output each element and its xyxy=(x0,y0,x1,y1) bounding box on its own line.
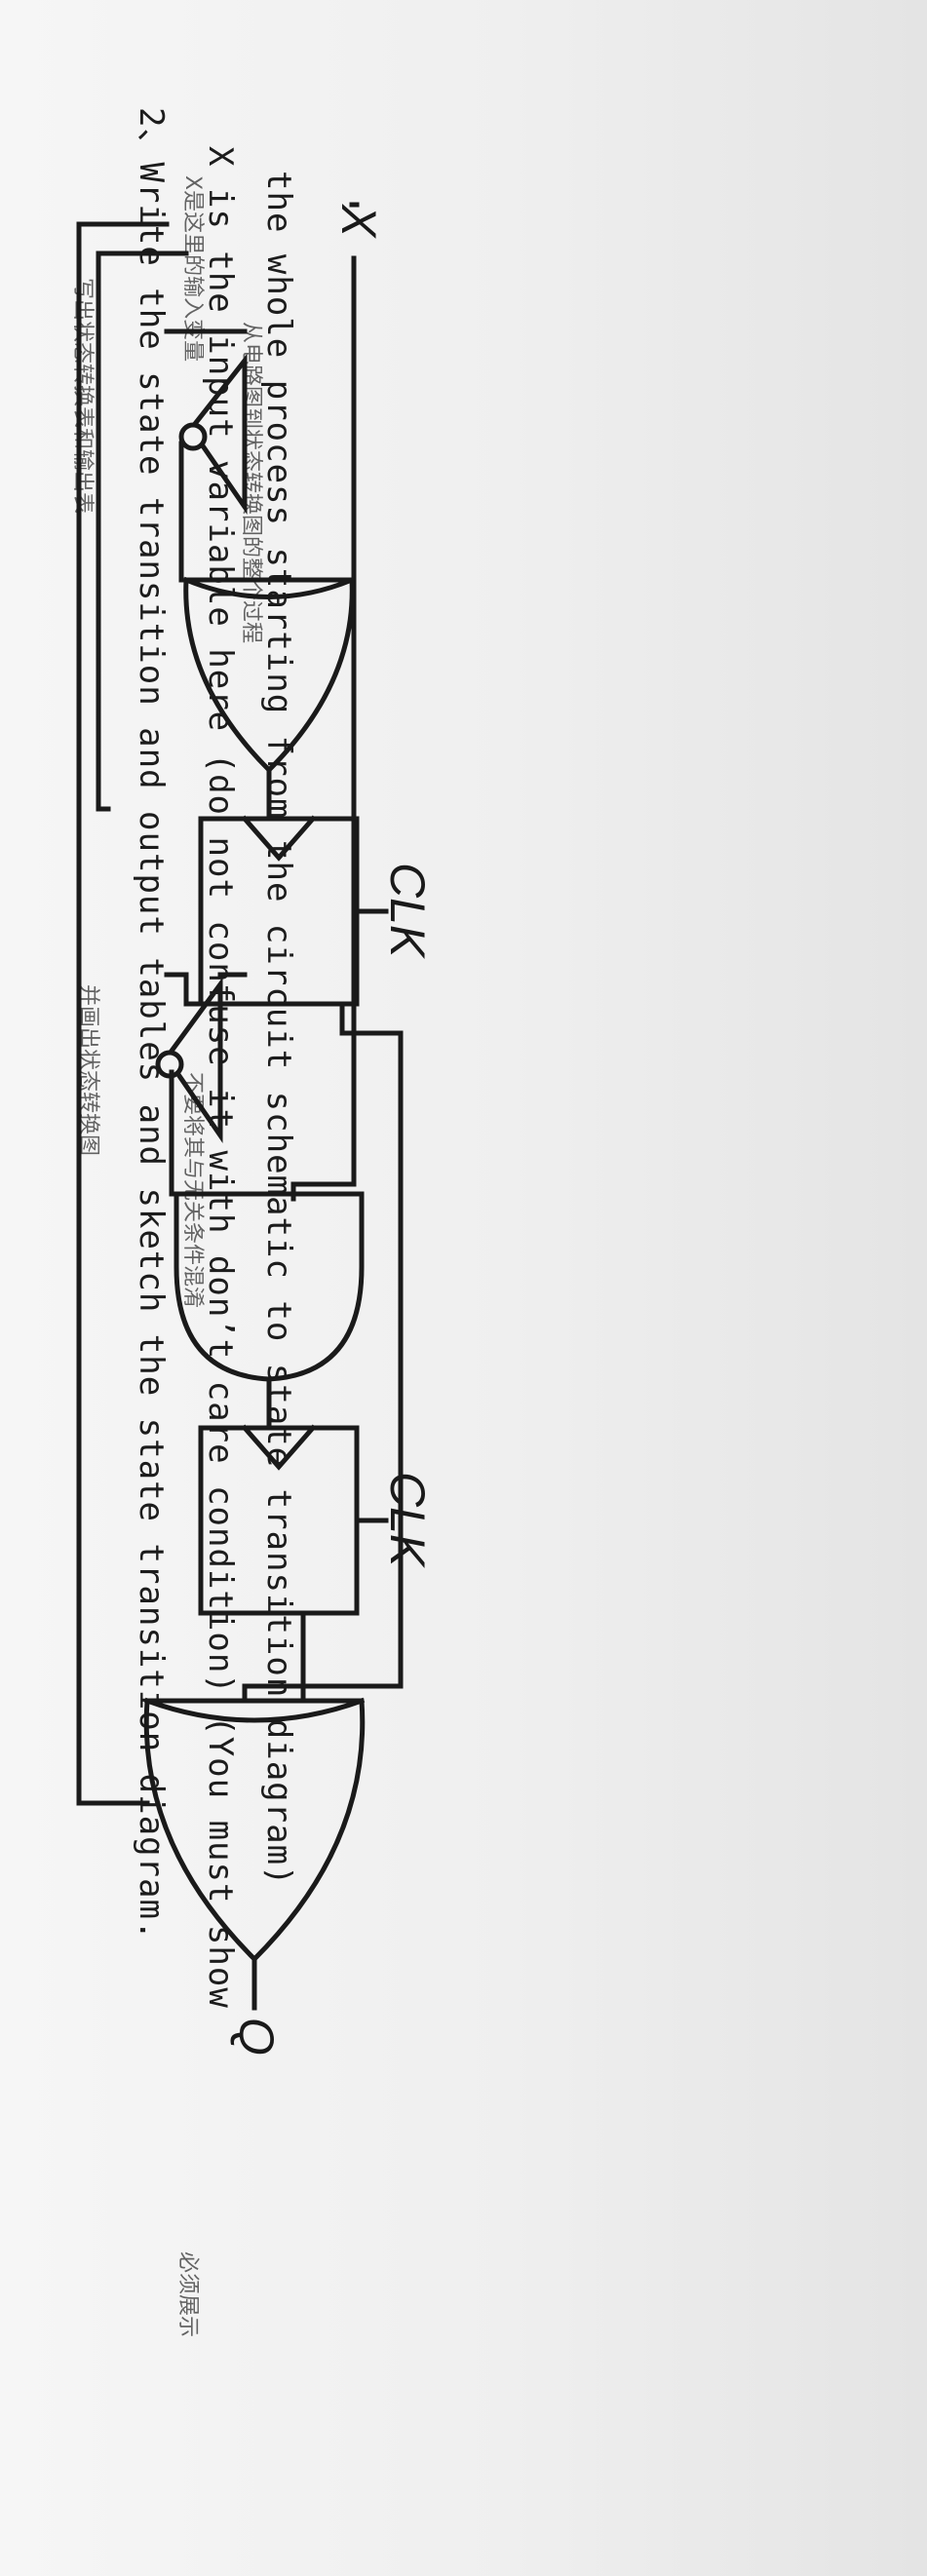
gate-2 xyxy=(174,1191,365,1382)
clk1-label: CLK xyxy=(380,863,435,960)
inverter-1 xyxy=(178,353,248,516)
flip-flop-2 xyxy=(198,1424,360,1616)
clk2-label: CLK xyxy=(380,1472,435,1569)
wire-x-input xyxy=(290,202,360,1202)
gate-1 xyxy=(182,576,356,774)
output-label: Q xyxy=(229,2018,284,2056)
wire-loop-outer xyxy=(76,221,170,1806)
input-label: X xyxy=(331,204,386,239)
wire-ff1-out xyxy=(164,972,248,1007)
inverter-2 xyxy=(155,977,223,1144)
output-gate xyxy=(143,1697,366,1963)
wire-loop-inner xyxy=(96,250,189,812)
wire-ff1-fb xyxy=(242,1001,404,1704)
